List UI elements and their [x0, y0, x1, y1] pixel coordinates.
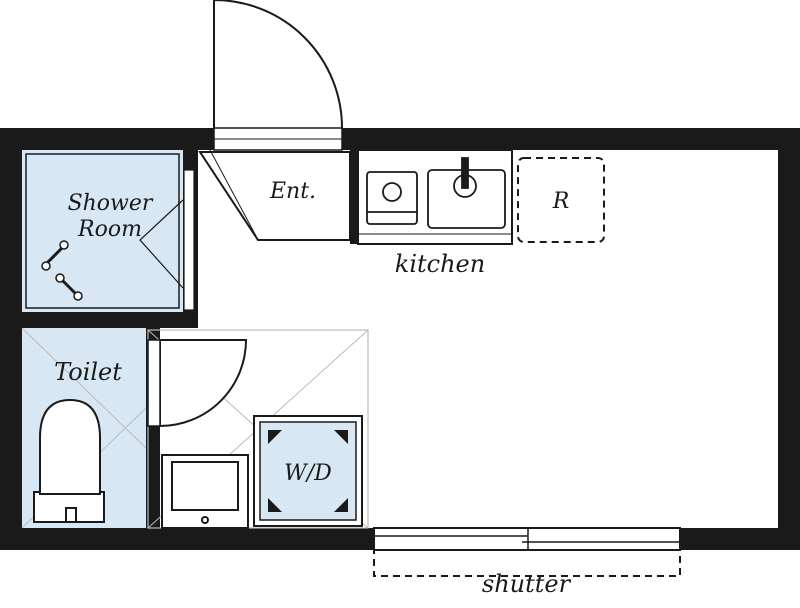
shower-floor [22, 150, 183, 312]
entrance-step-edge [209, 149, 257, 237]
shower-head-icon [41, 240, 69, 271]
kitchen: R kitchen [350, 149, 605, 278]
kitchen-divider [350, 150, 358, 244]
faucet-icon [55, 273, 83, 301]
wall-right [778, 128, 800, 550]
shower-frame [183, 169, 195, 311]
washroom: W/D [147, 329, 369, 529]
wall-shower-bottom [22, 312, 198, 328]
sliding-window: shutter [373, 527, 681, 598]
shower-room: Shower Room [22, 150, 195, 312]
sink-icon [427, 157, 506, 229]
wall-top-left [0, 128, 214, 150]
washer-dryer-icon [253, 415, 363, 527]
shutter-box [373, 549, 681, 577]
washroom-outline [147, 329, 369, 529]
kitchen-label: kitchen [395, 250, 485, 278]
washbasin-icon [161, 454, 249, 529]
shower-room-label-line1: Shower [68, 191, 154, 216]
entrance-door-swing [213, 0, 343, 129]
shutter-label: shutter [482, 570, 572, 598]
shower-room-label-line2: Room [77, 217, 142, 242]
toilet-icon [33, 398, 105, 523]
refrigerator-label: R [552, 189, 570, 214]
wall-bottom-left [0, 528, 374, 550]
entrance-label: Ent. [269, 179, 316, 204]
shower-tray-outline [25, 153, 180, 309]
outer-walls [0, 128, 800, 550]
wall-left [0, 128, 22, 550]
wall-bottom-right [680, 528, 800, 550]
window-frame [373, 527, 681, 551]
shower-screen [139, 199, 184, 289]
refrigerator-space [517, 157, 605, 243]
stove-icon [366, 171, 418, 225]
washer-dryer-label: W/D [284, 461, 332, 486]
wall-top-right [342, 128, 800, 150]
toilet-label: Toilet [54, 358, 122, 386]
toilet-room: Toilet [21, 327, 147, 529]
entrance: Ent. [198, 0, 351, 241]
washroom-door-swing [159, 339, 248, 428]
washroom-door-jamb [147, 339, 161, 427]
